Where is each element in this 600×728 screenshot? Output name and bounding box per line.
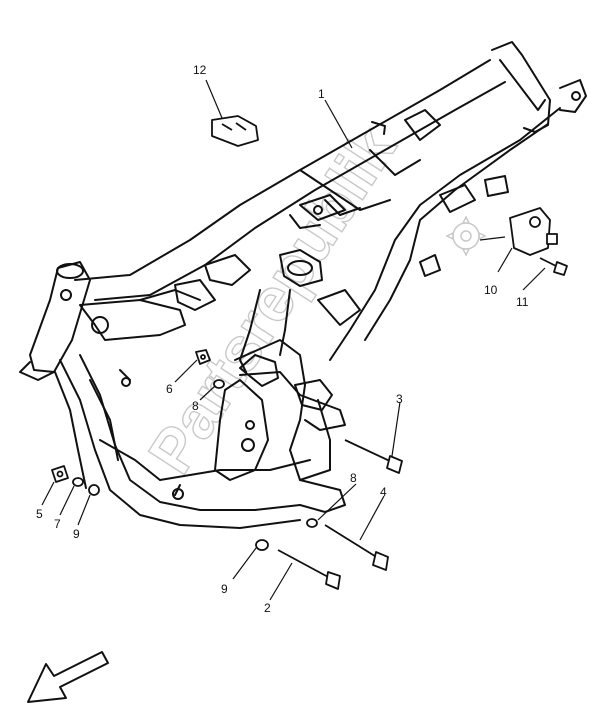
washer-part-9-lower [255, 539, 269, 551]
bolt-part-3 [344, 439, 403, 474]
callout-label: 5 [36, 507, 43, 521]
leader-lines [41, 79, 546, 601]
callout-label: 6 [166, 382, 173, 396]
washer-part-9-left [88, 484, 100, 496]
main-frame-part-1 [19, 41, 587, 529]
callout-labels: 1 2 3 4 5 6 7 8 8 9 9 10 11 12 [36, 63, 529, 615]
callout-label: 4 [380, 485, 387, 499]
callout-label: 1 [318, 87, 325, 101]
bracket-part-10 [509, 207, 558, 256]
callout-label: 10 [484, 283, 498, 297]
callout-label: 2 [264, 601, 271, 615]
washer-part-7 [72, 477, 84, 487]
bracket-part-12 [211, 115, 259, 147]
washer-part-8-upper [213, 379, 225, 389]
nut-part-6 [195, 349, 211, 365]
nut-part-5 [51, 465, 69, 483]
watermark-gear-icon [445, 215, 487, 257]
callout-label: 7 [54, 517, 61, 531]
callout-label: 9 [221, 582, 228, 596]
watermark: Partsrepublik [135, 115, 487, 486]
bolt-part-2 [277, 549, 341, 590]
callout-label: 3 [396, 392, 403, 406]
callout-label: 12 [193, 63, 207, 77]
callout-label: 11 [516, 295, 529, 309]
bolt-part-4 [324, 524, 389, 571]
washer-part-8-lower [306, 518, 318, 528]
callout-label: 8 [350, 471, 357, 485]
callout-label: 9 [73, 527, 80, 541]
bolt-part-11 [539, 257, 568, 276]
arrow-down-left-icon [27, 651, 109, 703]
callout-label: 8 [192, 399, 199, 413]
